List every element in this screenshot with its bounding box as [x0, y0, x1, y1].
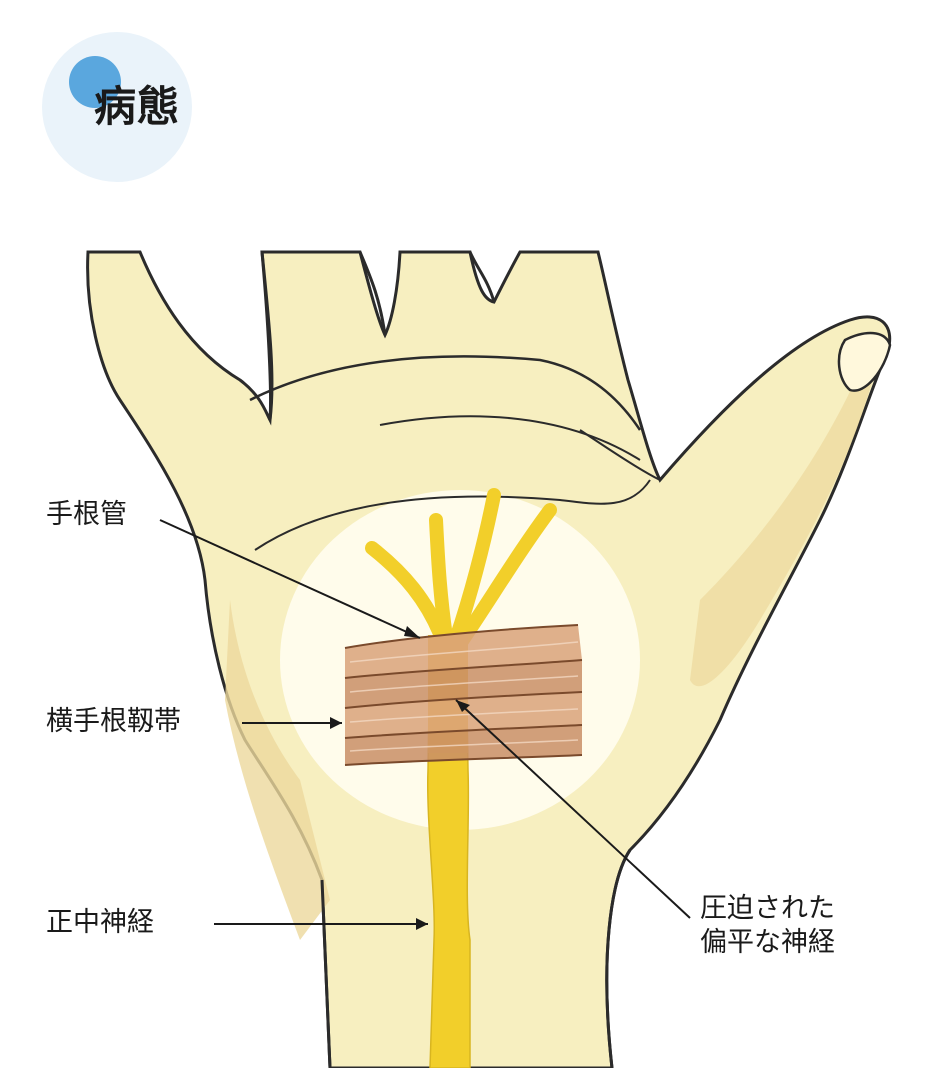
palm-crease-2: [379, 415, 641, 461]
thumb-shadow: [690, 350, 880, 687]
palm-crease-3: [579, 429, 661, 481]
header-bubble: [42, 32, 192, 182]
leader-arrowheads: [330, 626, 470, 930]
label-compressed-nerve-line1: 圧迫された: [700, 893, 835, 924]
header-dot: [69, 56, 121, 108]
palm-shadow: [225, 600, 330, 940]
label-median-nerve: 正中神経: [46, 907, 154, 938]
finger-crease-2: [358, 251, 387, 336]
arrow-compressed-nerve: [456, 700, 470, 712]
arrow-carpal-tunnel: [404, 626, 420, 638]
wrist-left: [320, 879, 332, 1069]
finger-crease-3: [468, 251, 496, 303]
page-title: 病態: [94, 82, 181, 131]
label-compressed-nerve: 圧迫された 偏平な神経: [700, 892, 835, 960]
label-transverse-carpal-ligament: 横手根靱帯: [46, 706, 181, 737]
wrist-right: [605, 849, 632, 1069]
transverse-carpal-ligament: [344, 624, 583, 766]
arrow-median-nerve: [416, 918, 428, 930]
palm-crease-1: [249, 355, 642, 431]
finger-crease-1: [260, 251, 274, 421]
palm-crease-4: [254, 479, 651, 551]
leader-carpal-tunnel: [159, 519, 421, 639]
hand-diagram: 手根管 横手根靱帯 正中神経 圧迫された 偏平な神経: [0, 180, 936, 1070]
leader-lines: [159, 519, 691, 925]
thumbnail: [837, 331, 892, 392]
label-carpal-tunnel: 手根管: [46, 499, 127, 530]
arrow-ligament: [330, 717, 342, 729]
leader-compressed-nerve: [455, 699, 691, 919]
hand-illustration: [86, 250, 892, 1070]
nerve-branches: [365, 488, 557, 657]
label-compressed-nerve-line2: 偏平な神経: [700, 926, 835, 958]
